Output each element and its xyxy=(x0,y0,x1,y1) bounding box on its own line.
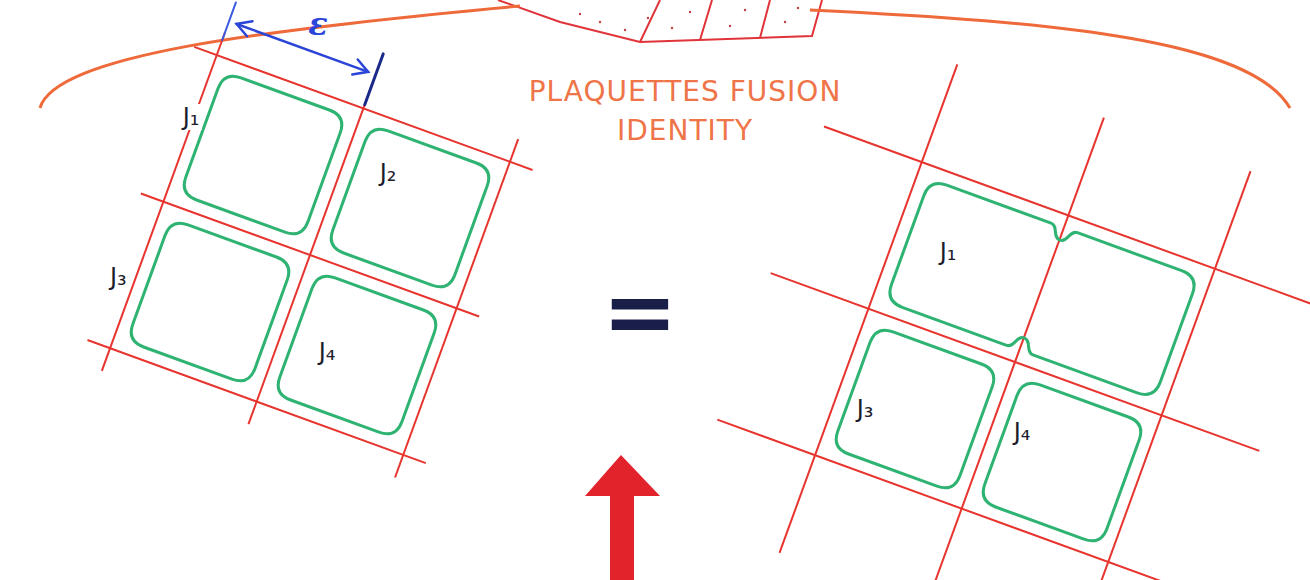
plaquette-loop: J₄ xyxy=(252,270,462,440)
dimension-tick xyxy=(365,54,383,105)
loop-outline xyxy=(158,70,368,240)
stipple xyxy=(579,7,799,31)
loop-path xyxy=(832,326,999,493)
link-label: J₁ xyxy=(180,104,203,130)
loop-path xyxy=(979,379,1146,546)
dot xyxy=(579,13,581,15)
link-label: J₂ xyxy=(377,160,400,186)
arrow-head xyxy=(352,60,371,80)
title-text: PLAQUETTES FUSION IDENTITY xyxy=(470,72,900,150)
link-label: J₁ xyxy=(937,239,960,265)
loop-path xyxy=(885,179,1198,399)
dimension-arrow xyxy=(237,24,369,72)
loop-outline xyxy=(957,377,1167,547)
dot xyxy=(784,21,786,23)
plaquette-loop: J₃ xyxy=(105,217,315,387)
pointer-arrow xyxy=(585,455,660,580)
link-label: J₃ xyxy=(854,396,877,422)
lattice-left xyxy=(79,0,552,486)
dot xyxy=(599,21,601,23)
dimension-tick xyxy=(222,2,236,40)
loop-outline xyxy=(882,176,1202,402)
link-label: J₄ xyxy=(1011,419,1034,445)
loop-outline xyxy=(252,270,462,440)
dot xyxy=(624,29,626,31)
lattice-line xyxy=(194,47,532,170)
loop-outline xyxy=(305,123,515,293)
link-label: J₄ xyxy=(316,339,339,365)
lattice-line xyxy=(88,340,426,463)
bracket xyxy=(810,10,1290,108)
plaquette-loop: J₁ xyxy=(158,70,368,240)
loop-path xyxy=(327,125,494,292)
lattice-line xyxy=(771,273,1260,451)
equals-sign: = xyxy=(602,267,677,357)
sketch-lines xyxy=(640,0,770,42)
dot xyxy=(797,7,799,9)
link-label: J₃ xyxy=(107,264,130,290)
loop-path xyxy=(180,72,347,239)
loop-outline xyxy=(810,324,1020,494)
top-sketch xyxy=(498,0,822,42)
loop-path xyxy=(127,219,294,386)
dot xyxy=(689,11,691,13)
spacing-symbol: ε xyxy=(308,8,327,40)
lattice-right xyxy=(682,29,1310,580)
dot xyxy=(744,9,746,11)
loop-path xyxy=(274,272,441,439)
lattice-line xyxy=(717,420,1206,580)
dot xyxy=(671,27,673,29)
plaquette-loop: J₂ xyxy=(305,123,515,293)
plaquette-loop: J₄ xyxy=(957,377,1167,547)
plaquette-loop: J₁ xyxy=(882,176,1202,402)
arrow-head xyxy=(234,16,253,36)
loop-outline xyxy=(105,217,315,387)
lattice-line xyxy=(824,126,1310,304)
dot xyxy=(729,25,731,27)
dot xyxy=(647,17,649,19)
spacing-dimension xyxy=(218,1,383,105)
plaquette-loop: J₃ xyxy=(810,324,1020,494)
sketch-outline xyxy=(498,0,822,42)
